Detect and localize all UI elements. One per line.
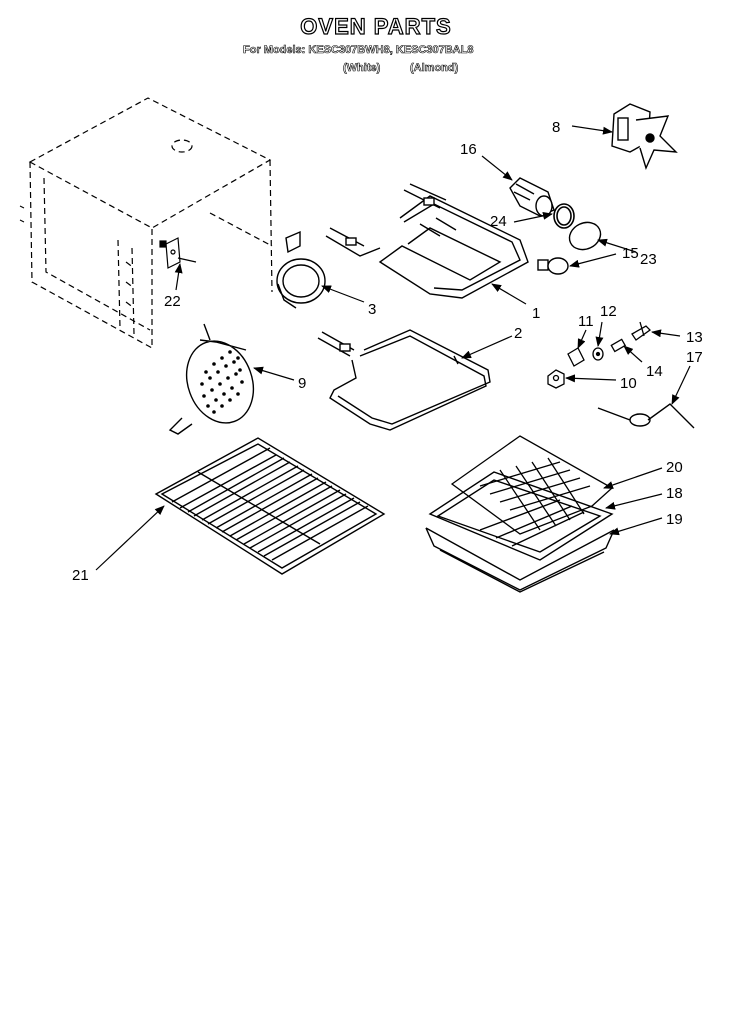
cavity-marks (19, 205, 25, 223)
part-11-clip (567, 347, 585, 367)
leader-lines (95, 125, 691, 571)
callout-24: 24 (490, 213, 507, 230)
part-17-temp-sensor (597, 403, 695, 429)
oven-cavity-outline (28, 97, 273, 350)
color-almond-label: (Almond) (410, 62, 459, 75)
page-title: OVEN PARTS (300, 13, 452, 39)
part-8-convection-motor (611, 103, 678, 171)
callout-12: 12 (600, 303, 617, 320)
callout-21: 21 (72, 567, 89, 584)
callout-13: 13 (686, 329, 703, 346)
callout-11: 11 (578, 313, 594, 330)
callout-16: 16 (460, 141, 477, 158)
part-16-light-socket (509, 177, 555, 217)
callout-20: 20 (666, 459, 683, 476)
part-1-bake-element (325, 183, 529, 299)
models-line: For Models: KESC307BWH8, KESC307BAL8 (243, 44, 474, 57)
callout-9: 9 (298, 375, 306, 392)
part-13-bracket (631, 321, 652, 341)
callout-15: 15 (622, 245, 639, 262)
callout-1: 1 (532, 305, 540, 322)
part-12-washer (592, 347, 604, 361)
callout-14: 14 (646, 363, 663, 380)
part-2-broil-element (317, 329, 491, 431)
part-3-fan-shroud (276, 230, 326, 309)
callout-3: 3 (368, 301, 376, 318)
part-10-nut (547, 369, 565, 389)
callout-23: 23 (640, 251, 657, 268)
callout-22: 22 (164, 293, 181, 310)
callout-8: 8 (552, 119, 560, 136)
part-14-insulator (610, 338, 627, 353)
part-15-bulb (537, 257, 569, 275)
callout-18: 18 (666, 485, 683, 502)
callout-10: 10 (620, 375, 637, 392)
callout-2: 2 (514, 325, 522, 342)
part-24-gasket (553, 203, 575, 229)
part-23-lens (568, 221, 602, 251)
callout-19: 19 (666, 511, 683, 528)
part-9-fan-baffle (168, 323, 255, 435)
callout-17: 17 (686, 349, 703, 366)
part-22-bracket (159, 237, 197, 269)
part-19-broiler-pan (425, 527, 615, 593)
part-21-oven-rack (154, 437, 386, 575)
part-9-grille-holes (200, 350, 244, 414)
part-18-broiler-pan-insert (428, 471, 614, 561)
color-white-label: (White) (343, 62, 381, 75)
